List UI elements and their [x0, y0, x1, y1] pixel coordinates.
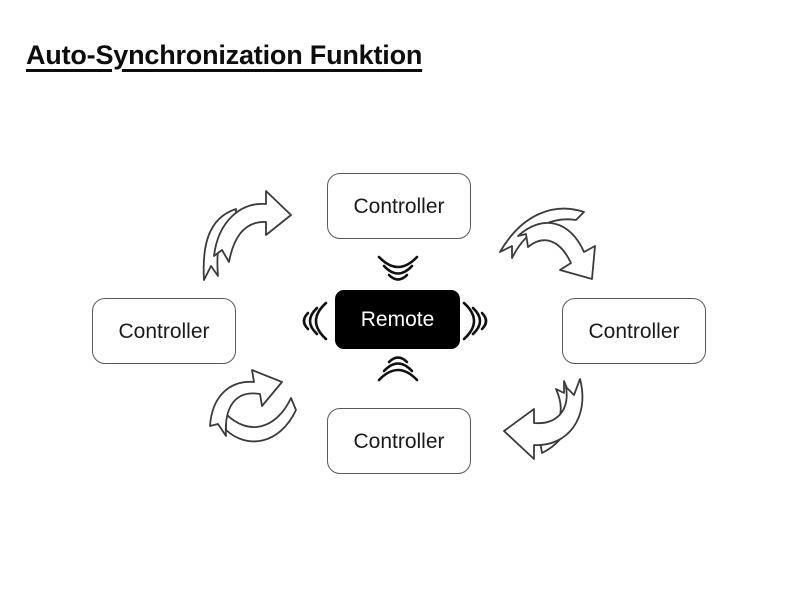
sync-arrow-bottom-to-left-icon: [196, 368, 300, 465]
controller-node-top[interactable]: Controller: [327, 173, 471, 239]
controller-node-right-label: Controller: [588, 319, 680, 343]
sync-arrow-left-to-top-icon: [196, 188, 296, 289]
signal-waves-top-icon: [374, 255, 422, 292]
signal-waves-right-icon: [462, 299, 494, 348]
remote-hub-node[interactable]: Remote: [335, 290, 460, 349]
controller-node-left[interactable]: Controller: [92, 298, 236, 364]
controller-node-bottom[interactable]: Controller: [327, 408, 471, 474]
sync-arrow-top-to-right-icon: [496, 190, 600, 287]
signal-waves-left-icon: [296, 299, 328, 348]
page-title: Auto-Synchronization Funktion: [26, 40, 423, 70]
controller-node-bottom-label: Controller: [353, 429, 445, 453]
signal-waves-bottom-icon: [374, 350, 422, 387]
sync-arrow-right-to-bottom-icon: [494, 373, 598, 470]
controller-node-right[interactable]: Controller: [562, 298, 706, 364]
remote-hub-label: Remote: [360, 308, 435, 331]
controller-node-left-label: Controller: [118, 319, 210, 343]
controller-node-top-label: Controller: [353, 194, 445, 218]
